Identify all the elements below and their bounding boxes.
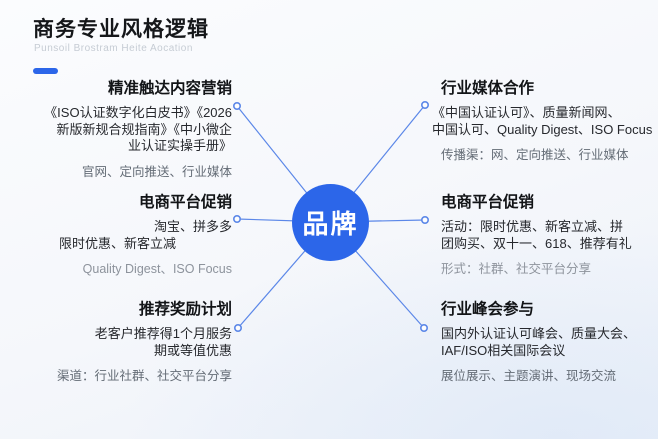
section-body-line: 国内外认证认可峰会、质量大会、 — [441, 326, 637, 341]
section-precise-content-marketing: 精准触达内容营销 《ISO认证数字化白皮书》《2026 新版新规合规指南》《中小… — [27, 79, 232, 180]
accent-dash — [33, 68, 58, 74]
section-body-line: 老客户推荐得1个月服务 — [94, 326, 232, 341]
section-referral-reward-plan: 推荐奖励计划 老客户推荐得1个月服务 期或等值优惠 渠道：行业社群、社交平台分享 — [27, 300, 232, 384]
node-dot-icon — [420, 101, 429, 110]
brand-label: 品牌 — [302, 209, 359, 239]
section-title: 电商平台促销 — [441, 194, 535, 211]
section-footer: 传播渠：网、定向推送、行业媒体 — [441, 148, 629, 162]
page-subtitle: Punsoil Brostram Heite Aocation — [34, 43, 193, 54]
brand-center-node: 品牌 — [292, 184, 369, 261]
node-dot-icon — [420, 216, 429, 225]
section-body-line: IAF/ISO相关国际会议 — [441, 342, 566, 358]
section-body-line: 业认证实操手册》 — [127, 138, 232, 153]
section-ecommerce-promo-left: 电商平台促销 淘宝、拼多多 限时优惠、新客立减 Quality Digest、I… — [27, 193, 232, 277]
section-industry-summit: 行业峰会参与 国内外认证认可峰会、质量大会、 IAF/ISO相关国际会议 展位展… — [441, 300, 657, 384]
section-title: 推荐奖励计划 — [138, 301, 232, 318]
node-dot-icon — [233, 215, 242, 224]
section-footer: 官网、定向推送、行业媒体 — [81, 164, 232, 179]
node-dot-icon — [234, 323, 243, 332]
section-title: 电商平台促销 — [138, 194, 232, 211]
section-body-line: 《中国认证认可》、质量新闻网、 — [432, 105, 621, 120]
section-footer: 渠道：行业社群、社交平台分享 — [56, 369, 232, 383]
section-title: 行业媒体合作 — [441, 80, 535, 97]
section-body-line: 期或等值优惠 — [153, 342, 232, 358]
node-dot-icon — [419, 323, 428, 332]
section-body-line: 中国认可、Quality Digest、ISO Focus — [432, 121, 653, 137]
section-footer: 展位展示、主题演讲、现场交流 — [441, 369, 617, 383]
section-industry-media-cooperation: 行业媒体合作 《中国认证认可》、质量新闻网、 中国认可、Quality Dige… — [432, 79, 657, 163]
node-dot-icon — [233, 102, 242, 111]
section-ecommerce-promo-right: 电商平台促销 活动：限时优惠、新客立减、拼 团购买、双十一、618、推荐有礼 形… — [441, 193, 657, 277]
section-title: 精准触达内容营销 — [107, 80, 232, 97]
section-body-line: 活动：限时优惠、新客立减、拼 — [441, 219, 624, 234]
page-title: 商务专业风格逻辑 — [33, 18, 209, 41]
section-body-line: 限时优惠、新客立减 — [58, 235, 176, 251]
section-body-line: 淘宝、拼多多 — [153, 219, 232, 234]
section-body-line: 新版新规合规指南》《中小微企 — [56, 121, 232, 137]
section-body-line: 团购买、双十一、618、推荐有礼 — [441, 235, 632, 251]
section-title: 行业峰会参与 — [441, 301, 535, 318]
section-footer: Quality Digest、ISO Focus — [82, 262, 232, 276]
section-body-line: 《ISO认证数字化白皮书》《2026 — [44, 105, 232, 120]
section-footer: 形式：社群、社交平台分享 — [441, 262, 592, 276]
